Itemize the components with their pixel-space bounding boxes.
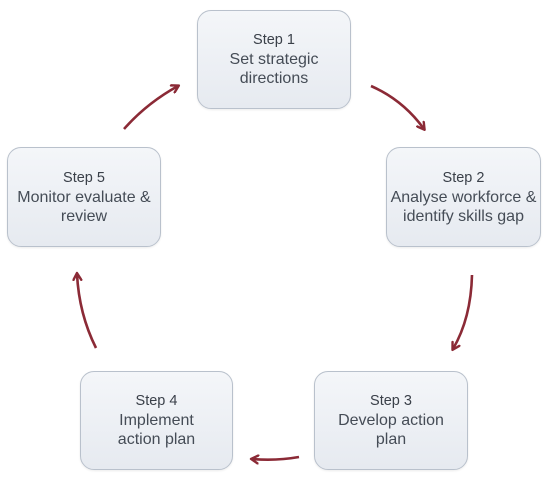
step-1-description: Set strategic directions [229,51,319,87]
arrow-step3-to-step4 [252,457,300,460]
step-5-description: Monitor evaluate & review [17,188,151,225]
step-1-number: Step 1 [253,32,295,48]
step-4-number: Step 4 [135,393,178,409]
step-3-description: Develop action plan [338,412,444,448]
arrow-step4-to-step5 [77,274,98,349]
step-5-number: Step 5 [63,169,105,186]
arrow-step5-to-step1 [123,86,178,130]
step-1-box: Step 1 Set strategic directions [197,10,351,109]
step-4-box: Step 4 Implement action plan [80,371,233,470]
step-2-number: Step 2 [442,169,485,186]
step-3-box: Step 3 Develop action plan [314,371,468,470]
arrow-step1-to-step2 [370,84,424,129]
arrow-step2-to-step3 [453,274,474,349]
step-4-description: Implement action plan [117,412,196,448]
step-5-box: Step 5 Monitor evaluate & review [7,147,161,247]
step-2-box: Step 2 Analyse workforce & identify skil… [386,147,541,247]
step-3-number: Step 3 [370,393,412,409]
step-2-description: Analyse workforce & identify skills gap [390,188,537,225]
